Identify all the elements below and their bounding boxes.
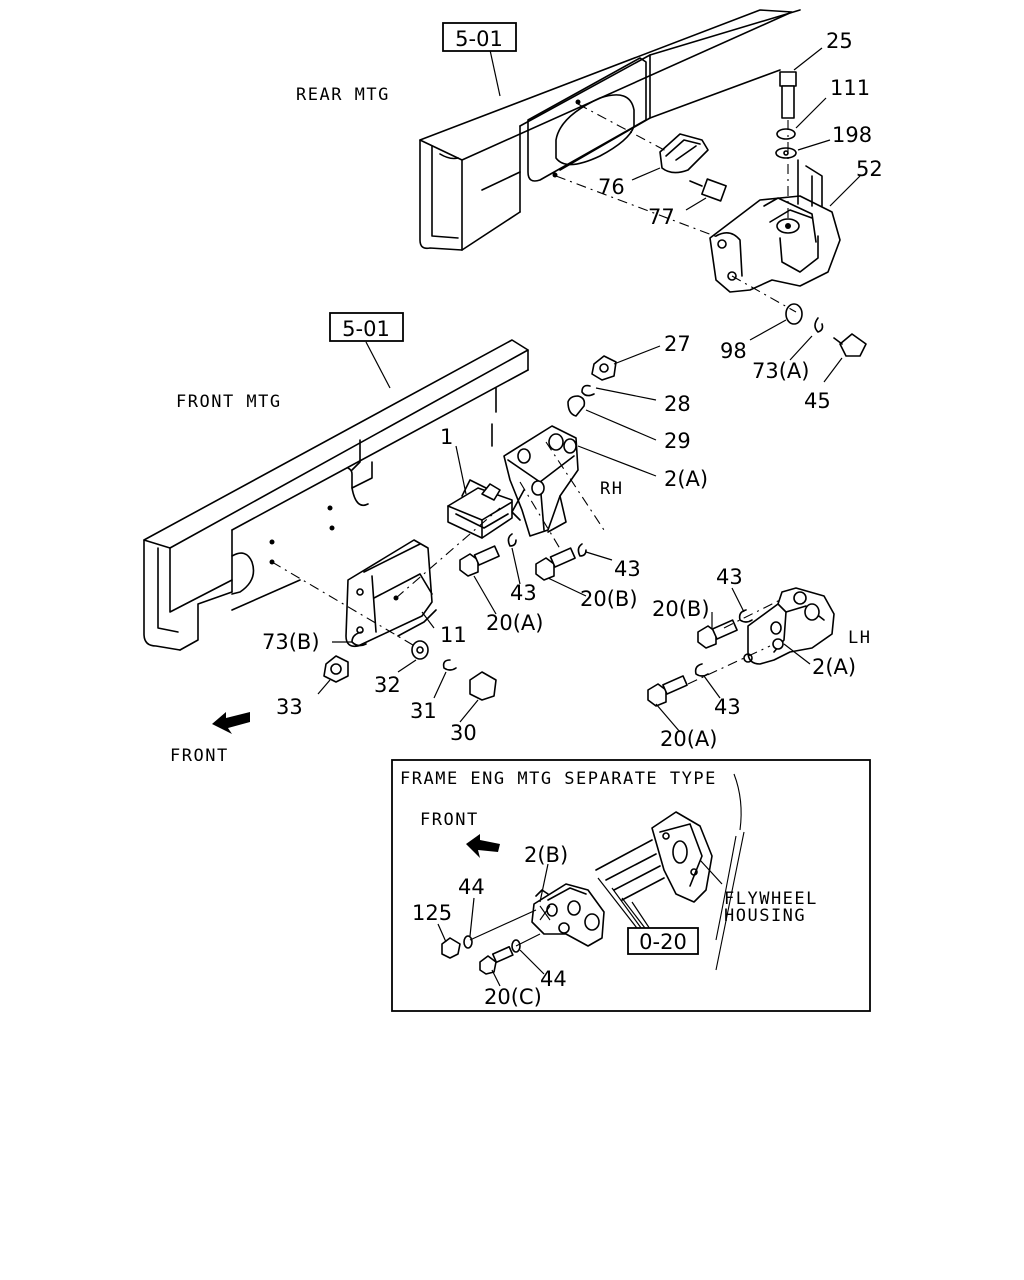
inset-frame bbox=[391, 759, 871, 1012]
lh-label: LH bbox=[848, 628, 871, 648]
callout-198: 198 bbox=[832, 123, 872, 147]
callout-98: 98 bbox=[720, 339, 747, 363]
inset-front-label: FRONT bbox=[420, 810, 479, 830]
callout-27: 27 bbox=[664, 332, 691, 356]
front-direction-label: FRONT bbox=[170, 746, 229, 766]
ref-label-front: 5-01 bbox=[342, 317, 390, 341]
inset-drawing bbox=[441, 773, 745, 975]
ref-box-front: 5-01 bbox=[329, 312, 404, 342]
callout-20b-lh: 20(B) bbox=[652, 597, 710, 621]
callout-76: 76 bbox=[598, 175, 625, 199]
ref-box-rear: 5-01 bbox=[442, 22, 517, 52]
callout-77: 77 bbox=[648, 205, 675, 229]
callout-43-lh-bot: 43 bbox=[714, 695, 741, 719]
callout-28: 28 bbox=[664, 392, 691, 416]
rear-mtg-heading: REAR MTG bbox=[296, 85, 390, 105]
front-direction-arrow bbox=[212, 712, 250, 734]
rh-engine-bracket-2a bbox=[503, 355, 617, 537]
callout-11: 11 bbox=[440, 623, 467, 647]
front-leader-lines bbox=[271, 341, 661, 723]
callout-52: 52 bbox=[856, 157, 883, 181]
inset-title: FRAME ENG MTG SEPARATE TYPE bbox=[400, 769, 717, 789]
callout-25: 25 bbox=[826, 29, 853, 53]
front-insulator-1 bbox=[447, 479, 513, 539]
ref-label-rear: 5-01 bbox=[455, 27, 503, 51]
lh-leader-lines bbox=[655, 587, 811, 733]
housing-label: HOUSING bbox=[724, 906, 806, 926]
callout-125: 125 bbox=[412, 901, 452, 925]
rh-label: RH bbox=[600, 479, 623, 499]
callout-labels: 25 111 198 52 76 77 98 73(A) 45 27 28 29… bbox=[262, 29, 883, 1009]
callout-20b-rh: 20(B) bbox=[580, 587, 638, 611]
callout-73b: 73(B) bbox=[262, 630, 320, 654]
callout-2a-rh: 2(A) bbox=[664, 467, 708, 491]
front-fasteners bbox=[323, 533, 587, 701]
callout-2b: 2(B) bbox=[524, 843, 568, 867]
inset-leader-lines bbox=[437, 859, 723, 987]
callout-73a: 73(A) bbox=[752, 359, 809, 383]
callout-111: 111 bbox=[830, 76, 870, 100]
front-mtg-heading: FRONT MTG bbox=[176, 392, 282, 412]
callout-29: 29 bbox=[664, 429, 691, 453]
callout-1: 1 bbox=[440, 425, 453, 449]
callout-20a-rh: 20(A) bbox=[486, 611, 543, 635]
callout-44-top: 44 bbox=[458, 875, 485, 899]
callout-30: 30 bbox=[450, 721, 477, 745]
flywheel-label: FLYWHEEL bbox=[724, 889, 818, 909]
rear-mount-insulator bbox=[659, 71, 867, 357]
callout-20a-lh: 20(A) bbox=[660, 727, 717, 751]
ref-box-inset: 0-20 bbox=[627, 927, 699, 955]
callout-32: 32 bbox=[374, 673, 401, 697]
front-frame-rail bbox=[143, 339, 529, 651]
callout-43-a: 43 bbox=[510, 581, 537, 605]
callout-43-b: 43 bbox=[614, 557, 641, 581]
callout-45: 45 bbox=[804, 389, 831, 413]
callout-33: 33 bbox=[276, 695, 303, 719]
ref-label-inset: 0-20 bbox=[639, 930, 687, 954]
rear-frame-rail bbox=[419, 9, 801, 251]
callout-20c: 20(C) bbox=[484, 985, 542, 1009]
callout-2a-lh: 2(A) bbox=[812, 655, 856, 679]
callout-31: 31 bbox=[410, 699, 437, 723]
front-mount-bracket-11 bbox=[345, 539, 437, 648]
callout-43-lh-top: 43 bbox=[716, 565, 743, 589]
callout-44-bot: 44 bbox=[540, 967, 567, 991]
rear-leader-lines bbox=[489, 47, 861, 383]
